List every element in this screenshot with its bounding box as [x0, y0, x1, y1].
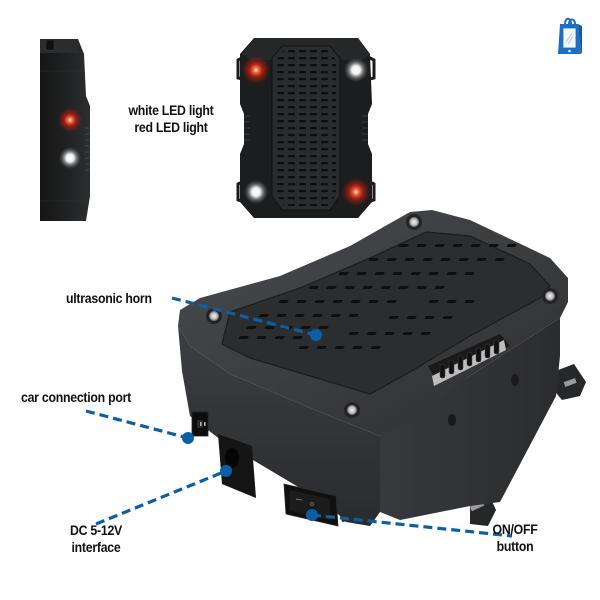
shopping-bag-icon: [557, 14, 583, 58]
side-view-image: [36, 36, 96, 226]
dc-interface-label: DC 5-12V interface: [54, 522, 138, 556]
top-view-image: [232, 34, 380, 220]
dc-interface-line2: interface: [71, 539, 121, 555]
led-label: white LED light red LED light: [114, 102, 228, 136]
on-off-line1: ON/OFF: [492, 521, 538, 537]
car-connection-port: [191, 411, 209, 437]
on-off-switch: [283, 483, 339, 527]
red-led: [58, 108, 82, 132]
white-led-label: white LED light: [128, 102, 214, 118]
ultrasonic-horn-label: ultrasonic horn: [66, 290, 152, 306]
red-led-label: red LED light: [134, 119, 208, 135]
red-led: [342, 178, 370, 206]
white-led: [344, 58, 368, 82]
white-led: [59, 147, 81, 169]
on-off-button-label: ON/OFF button: [481, 521, 550, 555]
white-led: [244, 180, 268, 204]
main-device-image: [170, 206, 600, 536]
dc-interface-jack: [218, 434, 256, 498]
red-led: [242, 56, 270, 84]
on-off-line2: button: [496, 538, 534, 554]
dc-interface-line1: DC 5-12V: [69, 522, 122, 538]
car-connection-port-label: car connection port: [21, 389, 131, 405]
